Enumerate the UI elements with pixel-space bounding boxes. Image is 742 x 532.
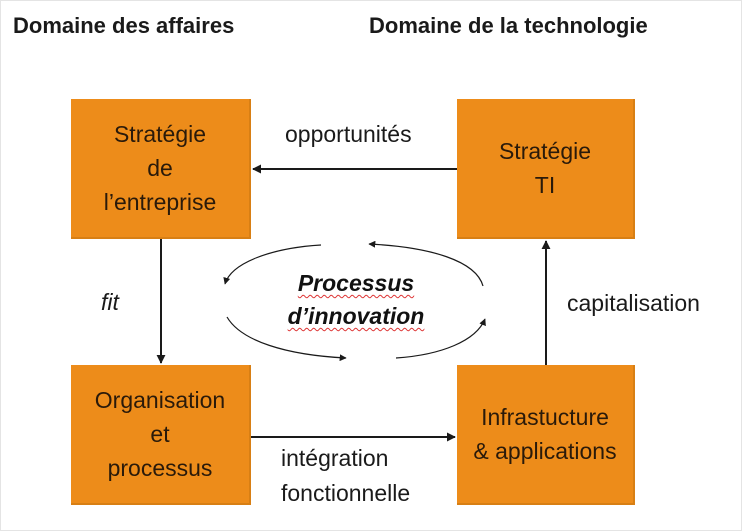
functional-label: fonctionnelle [281,480,411,506]
box-line: Stratégie [113,121,207,147]
business-domain-header: Domaine des affaires [13,13,235,38]
organisation-process-box: Organisation et processus [71,365,251,505]
cycle-arrow-left [223,244,322,285]
fit-label: fit [101,289,119,315]
capitalisation-label: capitalisation [567,290,700,316]
box-line: Stratégie [498,138,592,164]
center-line: Processus [297,270,415,296]
box-line: l’entreprise [103,189,217,215]
cycle-arrow-upper [368,240,484,287]
opportunities-label: opportunités [285,121,412,147]
box-line: et [150,421,170,447]
box-line: de [147,155,173,181]
cycle-arrow-right [395,318,486,359]
box-line: Organisation [94,387,226,413]
business-strategy-box: Stratégie de l’entreprise [71,99,251,239]
integration-label: intégration [281,445,389,471]
innovation-process-label: Processus d’innovation [241,267,471,333]
technology-domain-header: Domaine de la technologie [369,13,648,38]
box-line: & applications [473,438,617,464]
infrastructure-applications-box: Infrastucture & applications [457,365,635,505]
box-line: Infrastucture [481,404,609,430]
box-line: TI [534,172,556,198]
cycle-arrow-lower [226,316,347,362]
box-line: processus [107,455,213,481]
center-line: d’innovation [287,303,425,329]
it-strategy-box: Stratégie TI [457,99,635,239]
